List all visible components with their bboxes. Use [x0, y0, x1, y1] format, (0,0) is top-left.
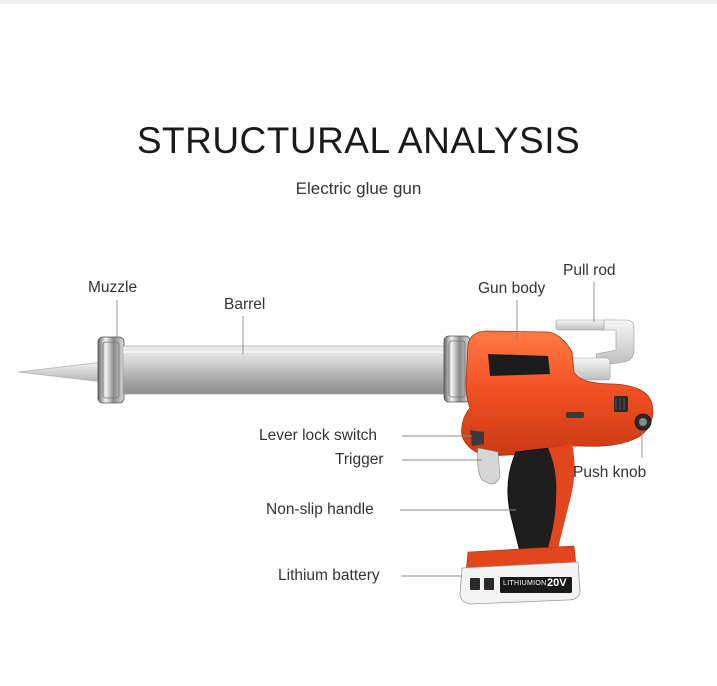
leader-lines: [116, 282, 643, 577]
muzzle-ring: [97, 336, 125, 404]
barrel-tube: [122, 345, 449, 395]
pull-rod: [555, 319, 635, 381]
page-title: STRUCTURAL ANALYSIS: [136, 120, 581, 161]
label-trigger: Trigger: [335, 451, 384, 468]
top-strip: [0, 0, 717, 4]
label-lever-lock-switch: Lever lock switch: [259, 427, 378, 444]
trigger: [477, 447, 501, 485]
label-gun-body: Gun body: [478, 280, 546, 297]
label-push-knob: Push knob: [573, 464, 647, 481]
battery-brand-label: LITHIUMION: [503, 580, 547, 587]
page-subtitle: Electric glue gun: [295, 179, 422, 198]
label-non-slip-handle: Non-slip handle: [266, 501, 374, 518]
label-lithium-battery: Lithium battery: [278, 567, 380, 584]
nozzle: [17, 361, 105, 383]
battery-voltage-label: 20V: [547, 577, 567, 589]
label-barrel: Barrel: [224, 296, 266, 313]
label-pull-rod: Pull rod: [563, 262, 616, 279]
battery-pack: [459, 545, 581, 605]
label-muzzle: Muzzle: [88, 279, 138, 296]
